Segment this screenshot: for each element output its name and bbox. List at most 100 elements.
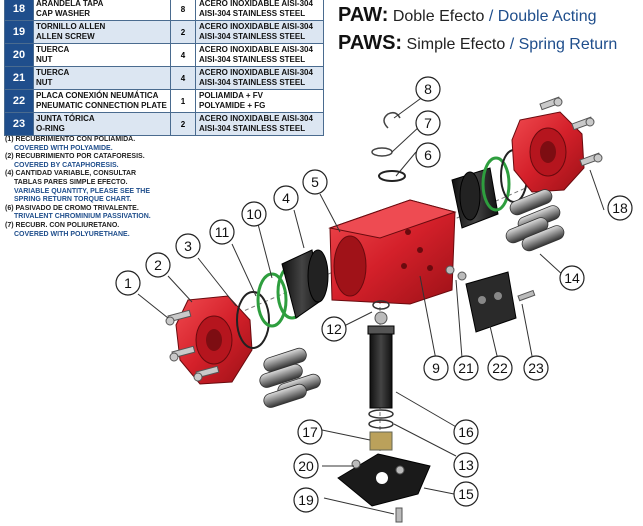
shaft-bushing — [369, 431, 393, 451]
part-name-es: TORNILLO ALLEN — [36, 22, 106, 31]
title-paws-sep: / — [509, 36, 515, 53]
part-name-en: ALLEN SCREW — [36, 32, 95, 41]
part-material-en: POLYAMIDE + FG — [199, 101, 266, 110]
callout-23: 23 — [523, 355, 549, 381]
part-quantity: 2 — [170, 20, 196, 44]
note-en-line: COVERED WITH POLYAMIDE. — [14, 144, 113, 152]
note-en-line: TRIVALENT CHROMINIUM PASSIVATION. — [14, 213, 151, 221]
part-number: 21 — [4, 66, 34, 90]
callout-number: 10 — [246, 206, 262, 222]
callout-number: 14 — [564, 270, 580, 286]
note-es-line-2: TABLAS PARES SIMPLE EFECTO. — [14, 178, 128, 186]
callout-circle — [241, 201, 267, 227]
left-spring-pack — [259, 347, 321, 408]
part-name-es: TUERCA — [36, 68, 70, 77]
callout-number: 20 — [298, 458, 314, 474]
actuator-body — [328, 199, 457, 305]
callout-15: 15 — [453, 481, 479, 507]
right-cap-bolts — [539, 96, 603, 167]
part-material-es: ACERO INOXIDABLE AISI-304 — [199, 114, 313, 123]
callout-number: 1 — [124, 275, 132, 291]
callout-17: 17 — [297, 419, 323, 445]
part-material-en: AISI-304 STAINLESS STEEL — [199, 124, 306, 133]
title-paw: PAW: Doble Efecto / Double Acting — [338, 4, 597, 27]
callout-number: 19 — [298, 492, 314, 508]
callout-circle — [293, 453, 319, 479]
callout-circle — [453, 419, 479, 445]
callout-circle — [453, 452, 479, 478]
part-name-es: PLACA CONEXIÓN NEUMÁTICA — [36, 91, 159, 100]
callout-number: 22 — [492, 360, 508, 376]
callout-circle — [423, 355, 449, 381]
callout-number: 8 — [424, 81, 432, 97]
callout-10: 10 — [241, 201, 267, 227]
note-es-line: CANTIDAD VARIABLE, CONSULTAR — [15, 170, 137, 178]
title-paw-sep: / — [488, 8, 494, 25]
callout-circle — [415, 110, 441, 136]
plate-nuts-screws — [445, 265, 536, 302]
callout-circle — [175, 233, 201, 259]
note-en-line: SPRING RETURN TORQUE CHART. — [14, 196, 132, 204]
note-en-line: COVERED BY CATAPHORESIS. — [14, 161, 119, 169]
note-en-line: COVERED WITH POLYURETHANE. — [14, 230, 130, 238]
callout-number: 5 — [311, 174, 319, 190]
note-es-line: PASIVADO DE CROMO TRIVALENTE. — [15, 204, 139, 212]
callout-number: 21 — [458, 360, 474, 376]
callout-number: 4 — [282, 190, 290, 206]
callout-number: 13 — [458, 457, 474, 473]
callout-number: 9 — [432, 360, 440, 376]
note-marker: (4) — [5, 170, 14, 178]
callout-19: 19 — [293, 487, 319, 513]
part-name-en: O-RING — [36, 124, 65, 133]
callout-circle — [209, 219, 235, 245]
title-paws: PAWS: Simple Efecto / Spring Return — [338, 32, 617, 55]
note-item: (6) PASIVADO DE CROMO TRIVALENTE.TRIVALE… — [5, 205, 205, 222]
part-material-es: POLIAMIDA + FV — [199, 91, 263, 100]
shaft-orings — [368, 409, 394, 429]
part-material-en: AISI-304 STAINLESS STEEL — [199, 55, 306, 64]
left-piston — [281, 249, 329, 319]
callout-6: 6 — [415, 142, 441, 168]
callout-11: 11 — [209, 219, 235, 245]
note-text-es: (1) RECUBRIMIENTO CON POLIAMIDA. — [5, 136, 205, 145]
callout-2: 2 — [145, 252, 171, 278]
title-paw-es: Doble Efecto — [392, 8, 485, 25]
note-marker: (6) — [5, 204, 14, 212]
part-quantity: 2 — [170, 112, 196, 136]
callout-1: 1 — [115, 270, 141, 296]
right-end-cap — [511, 111, 585, 193]
callout-circle — [145, 252, 171, 278]
notes-list: (1) RECUBRIMIENTO CON POLIAMIDA.COVERED … — [5, 136, 205, 239]
note-es-line: RECUBRIMIENTO POR CATAFORESIS. — [15, 153, 145, 161]
right-spring-pack — [505, 189, 565, 252]
part-number: 23 — [4, 112, 34, 136]
callout-circle — [453, 355, 479, 381]
pneumatic-connection-plate — [465, 271, 517, 333]
title-paws-en: Spring Return — [518, 36, 618, 53]
callout-circle — [297, 419, 323, 445]
part-number: 18 — [4, 0, 34, 21]
callout-number: 2 — [154, 257, 162, 273]
title-paws-es: Simple Efecto — [406, 36, 506, 53]
callout-number: 11 — [215, 224, 230, 240]
callout-number: 23 — [528, 360, 544, 376]
callout-14: 14 — [559, 265, 585, 291]
callout-number: 6 — [424, 147, 432, 163]
callout-number: 12 — [326, 321, 342, 337]
note-text-es: (6) PASIVADO DE CROMO TRIVALENTE. — [5, 205, 205, 214]
drive-shaft — [367, 300, 395, 409]
callout-circle — [302, 169, 328, 195]
callout-circle — [523, 355, 549, 381]
part-material-es: ACERO INOXIDABLE AISI-304 — [199, 68, 313, 77]
note-marker: (1) — [5, 136, 14, 143]
callout-circle — [273, 185, 299, 211]
callout-number: 3 — [184, 238, 192, 254]
part-name-es: ARANDELA TAPA — [36, 0, 104, 8]
